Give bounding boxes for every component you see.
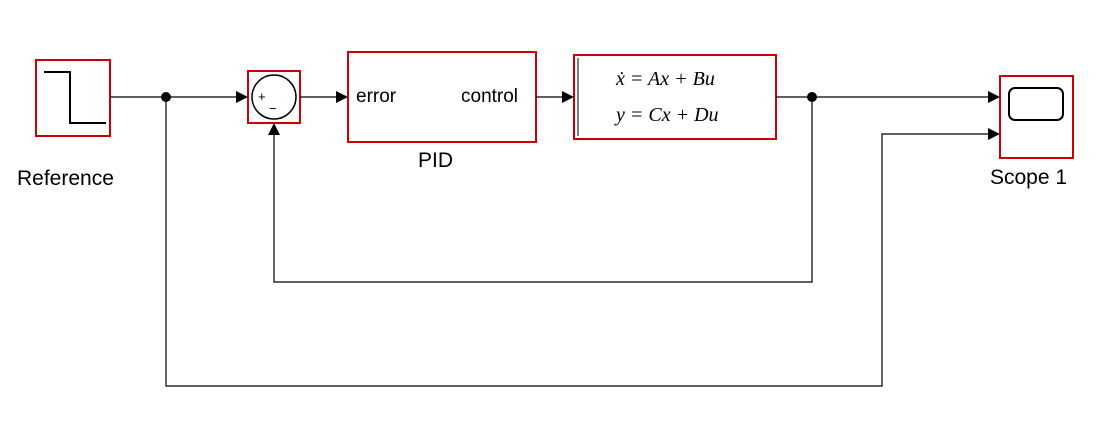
reference-block[interactable] bbox=[35, 59, 111, 137]
pid-input-port-label: error bbox=[356, 86, 397, 107]
state-space-block[interactable] bbox=[573, 54, 777, 140]
scope-label: Scope 1 bbox=[990, 166, 1068, 189]
step-signal-icon bbox=[44, 71, 106, 124]
signal-lines bbox=[110, 91, 1000, 387]
scope-block[interactable] bbox=[999, 75, 1074, 159]
pid-output-port-label: control bbox=[461, 86, 519, 107]
reference-label: Reference bbox=[17, 167, 114, 190]
signal-reference-to-scope bbox=[165, 97, 1000, 387]
output-equation: y = Cx + Du bbox=[616, 104, 719, 126]
scope-screen-icon bbox=[1008, 87, 1064, 121]
pid-block[interactable] bbox=[347, 51, 537, 143]
sum-plus-sign: + bbox=[258, 89, 266, 104]
branch-point-reference bbox=[161, 92, 171, 102]
pid-label: PID bbox=[418, 149, 454, 172]
sum-block[interactable] bbox=[247, 70, 301, 124]
state-equation: ẋ = Ax + Bu bbox=[616, 68, 715, 90]
signal-feedback bbox=[268, 97, 813, 283]
sum-minus-sign: − bbox=[269, 101, 277, 116]
sum-circle-icon bbox=[251, 74, 297, 120]
branch-point-output bbox=[807, 92, 817, 102]
